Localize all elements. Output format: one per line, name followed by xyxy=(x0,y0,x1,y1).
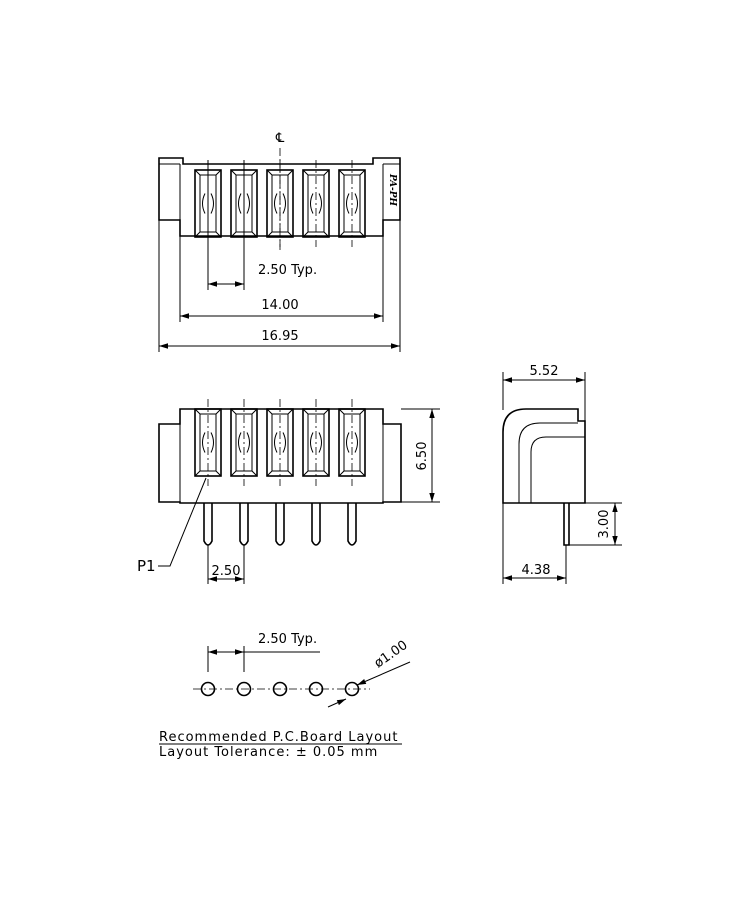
pcb-hole-5 xyxy=(344,681,360,697)
pin1-leader xyxy=(158,477,207,567)
top-view-slot-4 xyxy=(302,160,330,247)
side-depth-dimension: 5.52 xyxy=(530,364,559,379)
front-view-pins xyxy=(203,503,357,546)
pcb-hole-4 xyxy=(308,681,324,697)
part-marking: PA-PH xyxy=(387,173,397,207)
front-view-slot-4 xyxy=(302,399,330,486)
top-pitch-dimension: 2.50 Typ. xyxy=(258,263,317,278)
top-view: ℄ PA-PH 2.50 Typ. 14.00 16.95 xyxy=(158,131,401,352)
pcb-layout-tolerance: Layout Tolerance: ± 0.05 mm xyxy=(159,745,378,760)
pcb-layout: 2.50 Typ. ø1.00 Recommended P.C.Board La… xyxy=(159,632,411,760)
pcb-layout-title: Recommended P.C.Board Layout xyxy=(159,730,398,745)
top-overall-dimension: 16.95 xyxy=(261,329,298,344)
side-view-inner-bend xyxy=(518,422,578,503)
pcb-hole-dimension: ø1.00 xyxy=(372,638,411,671)
front-view-slot-1 xyxy=(194,399,222,486)
side-view: 5.52 4.38 3.00 xyxy=(502,364,622,584)
front-view-pin-5 xyxy=(347,503,357,546)
pcb-holes xyxy=(200,681,360,697)
pcb-hole-3 xyxy=(272,681,288,697)
pcb-hole-leader xyxy=(356,661,411,686)
side-offset-dimension: 4.38 xyxy=(522,563,551,578)
front-view-slot-3 xyxy=(266,399,294,486)
pin1-label: P1 xyxy=(137,557,156,575)
front-view: 6.50 P1 2.50 xyxy=(137,399,440,584)
front-view-pin-4 xyxy=(311,503,321,546)
side-view-pin xyxy=(563,503,570,546)
front-view-contact-slots xyxy=(194,399,366,486)
side-pin-dimension: 3.00 xyxy=(597,510,612,539)
front-view-pin-3 xyxy=(275,503,285,546)
side-view-inner-contour xyxy=(530,436,585,503)
front-view-pin-1 xyxy=(203,503,213,546)
pcb-hole-1 xyxy=(200,681,216,697)
front-view-pin-2 xyxy=(239,503,249,546)
pcb-hole-leader-lower xyxy=(327,698,347,708)
top-span-dimension: 14.00 xyxy=(261,298,298,313)
centerline-symbol: ℄ xyxy=(275,131,285,146)
front-pitch-dimension: 2.50 xyxy=(212,564,241,579)
front-view-slot-5 xyxy=(338,399,366,486)
pcb-hole-2 xyxy=(236,681,252,697)
top-view-slot-5 xyxy=(338,160,366,247)
side-view-housing-outline xyxy=(502,408,586,504)
front-view-slot-2 xyxy=(230,399,258,486)
pcb-pitch-dimension: 2.50 Typ. xyxy=(258,632,317,647)
front-height-dimension: 6.50 xyxy=(415,442,430,471)
